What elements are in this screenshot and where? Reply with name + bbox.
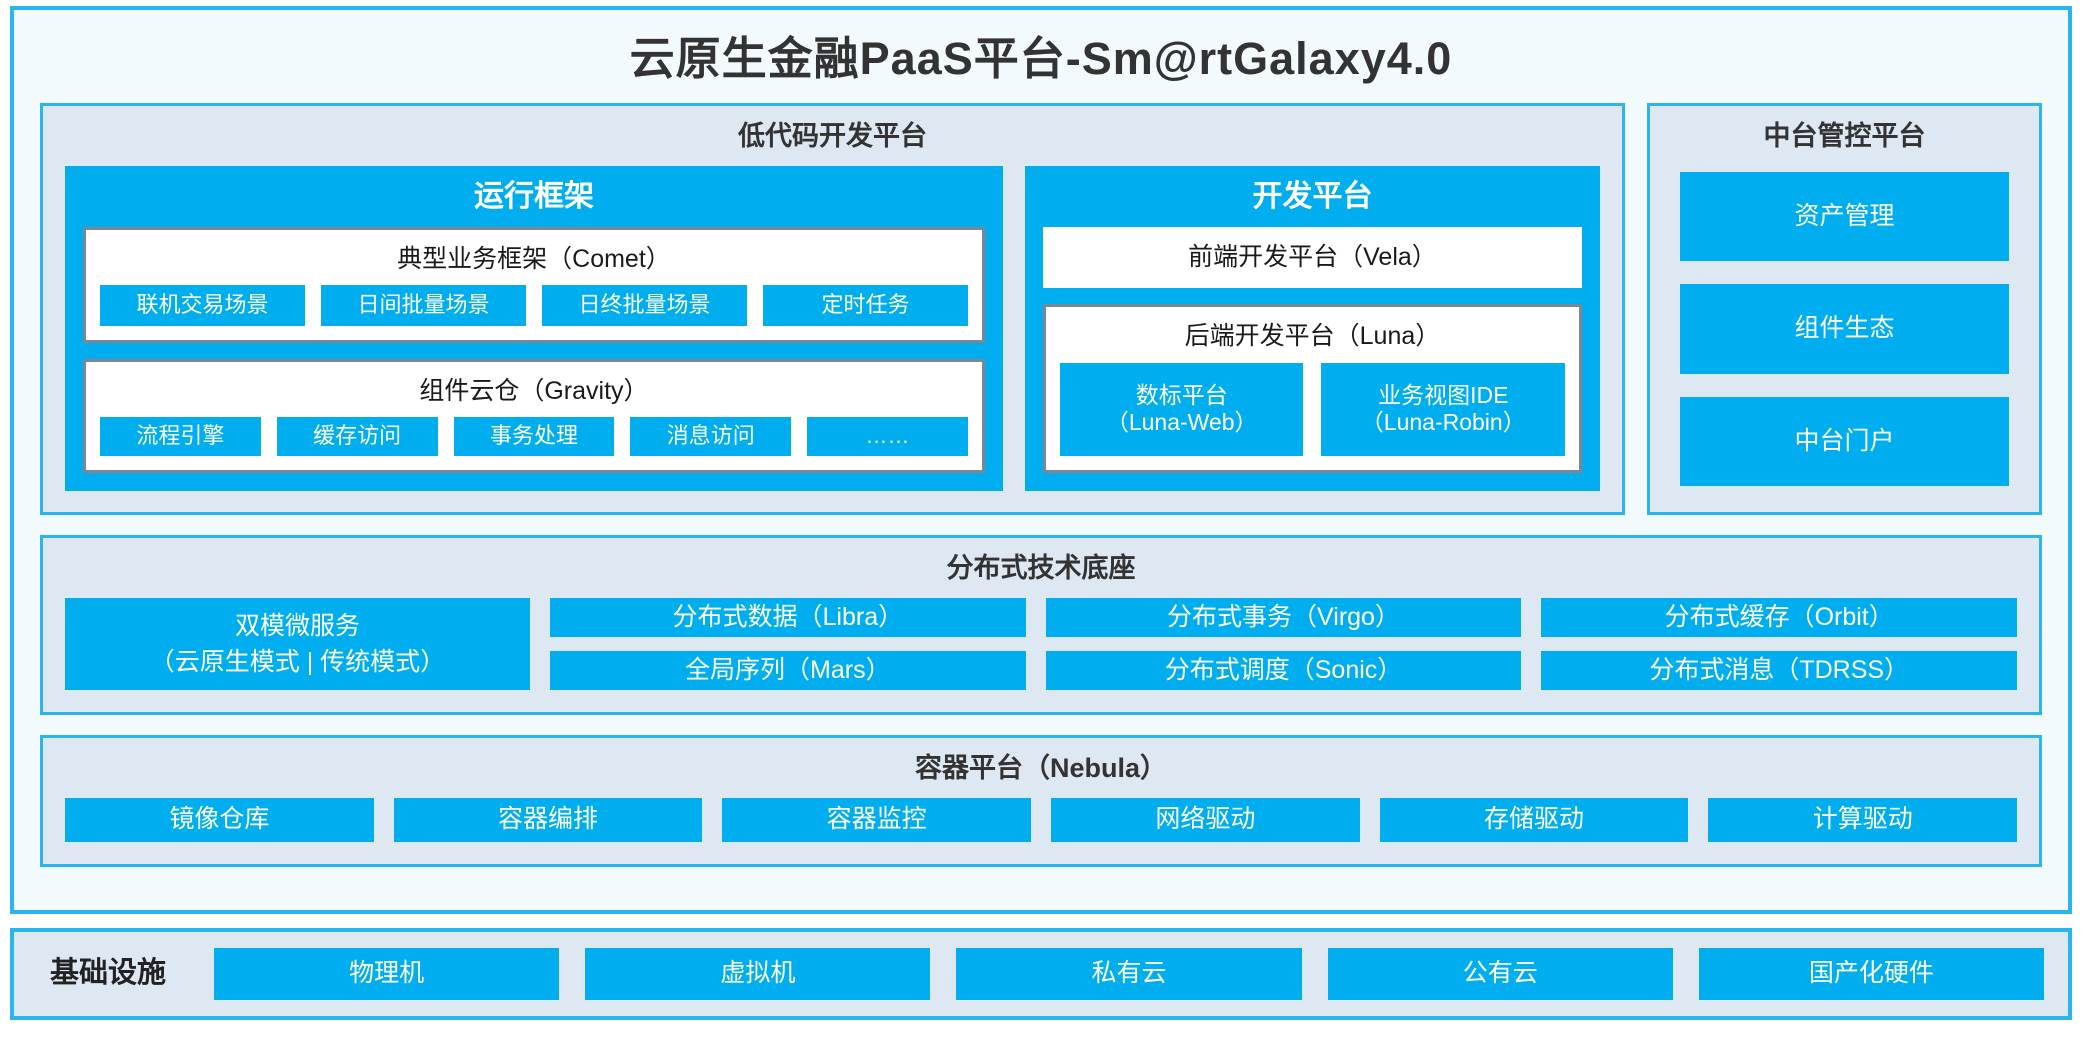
main-platform-frame: 云原生金融PaaS平台-Sm@rtGalaxy4.0 低代码开发平台 运行框架 … (10, 6, 2072, 914)
lowcode-platform-body: 运行框架 典型业务框架（Comet） 联机交易场景 日间批量场景 日终批量场景 … (65, 165, 1600, 491)
distributed-foundation-body: 双模微服务 （云原生模式 | 传统模式） 分布式数据（Libra） 全局序列（M… (65, 597, 2018, 690)
vela-frontend-card[interactable]: 前端开发平台（Vela） (1042, 226, 1582, 289)
comet-title: 典型业务框架（Comet） (397, 244, 671, 273)
dual-mode-microservice-block[interactable]: 双模微服务 （云原生模式 | 传统模式） (65, 597, 530, 690)
foundation-button-orbit[interactable]: 分布式缓存（Orbit） (1541, 597, 2018, 637)
container-button-orchestration[interactable]: 容器编排 (393, 797, 703, 842)
gravity-chip-cache-access[interactable]: 缓存访问 (276, 417, 438, 456)
comet-chip-scheduled-task[interactable]: 定时任务 (762, 285, 968, 326)
foundation-button-virgo[interactable]: 分布式事务（Virgo） (1045, 597, 1522, 637)
infrastructure-button-domestic-hardware[interactable]: 国产化硬件 (1698, 948, 2045, 1000)
luna-robin-line2: （Luna-Robin） (1360, 409, 1526, 436)
gravity-chip-message-access[interactable]: 消息访问 (630, 417, 792, 456)
mgmt-button-list: 资产管理 组件生态 中台门户 (1680, 166, 2009, 486)
container-platform-body: 镜像仓库 容器编排 容器监控 网络驱动 存储驱动 计算驱动 (65, 797, 2018, 842)
comet-chip-eod-batch[interactable]: 日终批量场景 (541, 285, 747, 326)
dual-mode-line2: （云原生模式 | 传统模式） (149, 647, 446, 676)
gravity-title: 组件云仓（Gravity） (419, 376, 649, 405)
lowcode-platform-title: 低代码开发平台 (738, 121, 927, 151)
middle-platform-management-panel: 中台管控平台 资产管理 组件生态 中台门户 (1647, 103, 2042, 515)
development-platform-title: 开发平台 (1252, 179, 1373, 213)
luna-web-line2: （Luna-Web） (1105, 409, 1258, 436)
comet-card: 典型业务框架（Comet） 联机交易场景 日间批量场景 日终批量场景 定时任务 (83, 226, 985, 343)
infrastructure-button-public-cloud[interactable]: 公有云 (1327, 948, 1673, 1000)
distributed-foundation-panel: 分布式技术底座 双模微服务 （云原生模式 | 传统模式） 分布式数据（Libra… (40, 535, 2042, 715)
foundation-button-tdrss[interactable]: 分布式消息（TDRSS） (1541, 650, 2018, 690)
foundation-column-2: 分布式事务（Virgo） 分布式调度（Sonic） (1045, 597, 1522, 690)
container-button-network-driver[interactable]: 网络驱动 (1051, 797, 1360, 842)
gravity-chip-row: 流程引擎 缓存访问 事务处理 消息访问 …… (100, 417, 968, 456)
luna-chip-luna-robin[interactable]: 业务视图IDE （Luna-Robin） (1321, 362, 1566, 456)
mgmt-button-component-ecosystem[interactable]: 组件生态 (1680, 284, 2009, 374)
mgmt-platform-title: 中台管控平台 (1763, 121, 1926, 151)
lowcode-platform-panel: 低代码开发平台 运行框架 典型业务框架（Comet） 联机交易场景 日间批量场景… (40, 103, 1625, 515)
container-button-monitoring[interactable]: 容器监控 (722, 797, 1032, 842)
gravity-chip-more[interactable]: …… (807, 417, 968, 456)
foundation-button-sonic[interactable]: 分布式调度（Sonic） (1045, 650, 1522, 690)
distributed-foundation-title: 分布式技术底座 (946, 553, 1136, 583)
dual-mode-line1: 双模微服务 (234, 611, 360, 640)
container-button-storage-driver[interactable]: 存储驱动 (1379, 797, 1689, 842)
foundation-button-libra[interactable]: 分布式数据（Libra） (550, 597, 1026, 637)
luna-chip-luna-web[interactable]: 数标平台 （Luna-Web） (1059, 362, 1304, 456)
container-platform-title: 容器平台（Nebula） (914, 753, 1168, 783)
container-button-compute-driver[interactable]: 计算驱动 (1708, 797, 2018, 842)
infrastructure-label: 基础设施 (50, 957, 167, 990)
gravity-chip-process-engine[interactable]: 流程引擎 (100, 417, 261, 456)
infrastructure-button-virtual-machine[interactable]: 虚拟机 (585, 948, 931, 1000)
container-button-image-registry[interactable]: 镜像仓库 (65, 797, 374, 842)
runtime-framework-title: 运行框架 (473, 179, 594, 213)
luna-robin-line1: 业务视图IDE (1378, 381, 1509, 408)
runtime-framework-block: 运行框架 典型业务框架（Comet） 联机交易场景 日间批量场景 日终批量场景 … (65, 165, 1003, 491)
comet-chip-row: 联机交易场景 日间批量场景 日终批量场景 定时任务 (100, 285, 968, 326)
gravity-card: 组件云仓（Gravity） 流程引擎 缓存访问 事务处理 消息访问 …… (83, 358, 985, 473)
luna-backend-card: 后端开发平台（Luna） 数标平台 （Luna-Web） 业务视图IDE （Lu… (1042, 304, 1582, 473)
infrastructure-bar: 基础设施 物理机 虚拟机 私有云 公有云 国产化硬件 (10, 928, 2072, 1020)
page-title: 云原生金融PaaS平台-Sm@rtGalaxy4.0 (629, 33, 1453, 84)
luna-chip-row: 数标平台 （Luna-Web） 业务视图IDE （Luna-Robin） (1059, 362, 1566, 456)
comet-chip-online-transaction[interactable]: 联机交易场景 (100, 285, 305, 326)
comet-chip-intraday-batch[interactable]: 日间批量场景 (320, 285, 526, 326)
foundation-column-3: 分布式缓存（Orbit） 分布式消息（TDRSS） (1541, 597, 2018, 690)
top-row: 低代码开发平台 运行框架 典型业务框架（Comet） 联机交易场景 日间批量场景… (40, 103, 2042, 515)
development-platform-block: 开发平台 前端开发平台（Vela） 后端开发平台（Luna） 数标平台 （Lun… (1024, 165, 1600, 491)
gravity-chip-transaction-processing[interactable]: 事务处理 (453, 417, 615, 456)
mgmt-button-asset-management[interactable]: 资产管理 (1680, 171, 2009, 262)
luna-web-line1: 数标平台 (1135, 381, 1228, 408)
infrastructure-button-physical-machine[interactable]: 物理机 (214, 948, 560, 1000)
foundation-column-1: 分布式数据（Libra） 全局序列（Mars） (550, 597, 1026, 690)
luna-title: 后端开发平台（Luna） (1184, 322, 1441, 351)
container-platform-panel: 容器平台（Nebula） 镜像仓库 容器编排 容器监控 网络驱动 存储驱动 计算… (40, 735, 2042, 867)
mgmt-button-portal[interactable]: 中台门户 (1680, 396, 2009, 486)
foundation-button-mars[interactable]: 全局序列（Mars） (550, 650, 1026, 690)
infrastructure-button-private-cloud[interactable]: 私有云 (956, 948, 1302, 1000)
